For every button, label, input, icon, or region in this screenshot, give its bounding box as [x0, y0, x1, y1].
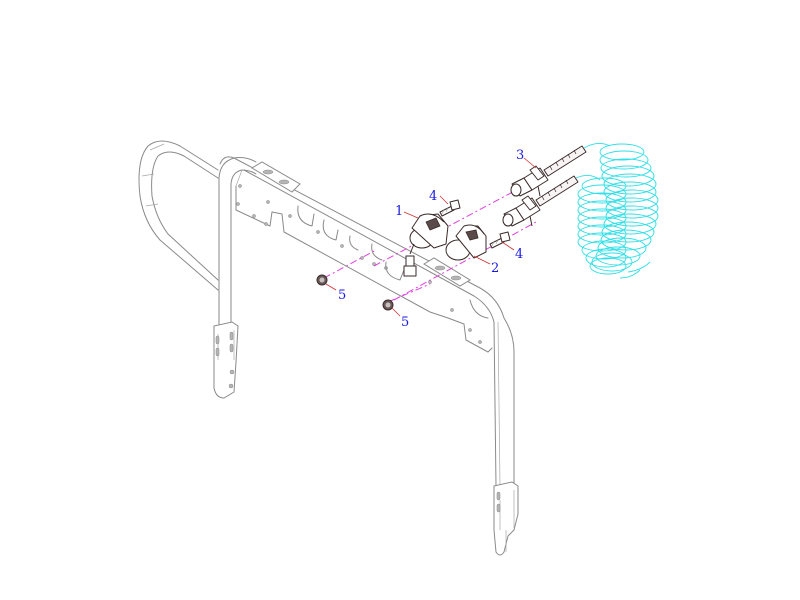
nut-right: [382, 299, 394, 311]
connector-socket-2: [445, 224, 487, 261]
leader-lines: [325, 157, 537, 317]
cable-plug-upper: [510, 145, 587, 197]
callout-5-right: 5: [401, 315, 410, 330]
coiled-cable: [575, 143, 659, 279]
connector-socket-1: [403, 213, 449, 277]
bolt-upper: [439, 199, 461, 217]
right-upright-tube: [493, 317, 515, 487]
bolt-lower: [489, 231, 511, 249]
nut-left: [316, 274, 328, 286]
assembly-center-lines: [323, 185, 537, 303]
callout-5-left: 5: [338, 288, 347, 303]
callout-2: 2: [491, 261, 500, 276]
callout-1: 1: [395, 204, 404, 219]
left-foot-bracket: [213, 321, 239, 399]
main-cross-beam: [219, 156, 505, 323]
callout-4-lower: 4: [515, 247, 524, 262]
callout-3: 3: [516, 148, 525, 163]
right-foot-bracket: [493, 481, 519, 556]
left-upright-tube: [218, 157, 257, 331]
mounting-plate: [235, 169, 493, 353]
cable-plug-lower: [502, 175, 579, 227]
rear-frame-loop: [138, 140, 219, 291]
callout-4-upper: 4: [429, 189, 438, 204]
